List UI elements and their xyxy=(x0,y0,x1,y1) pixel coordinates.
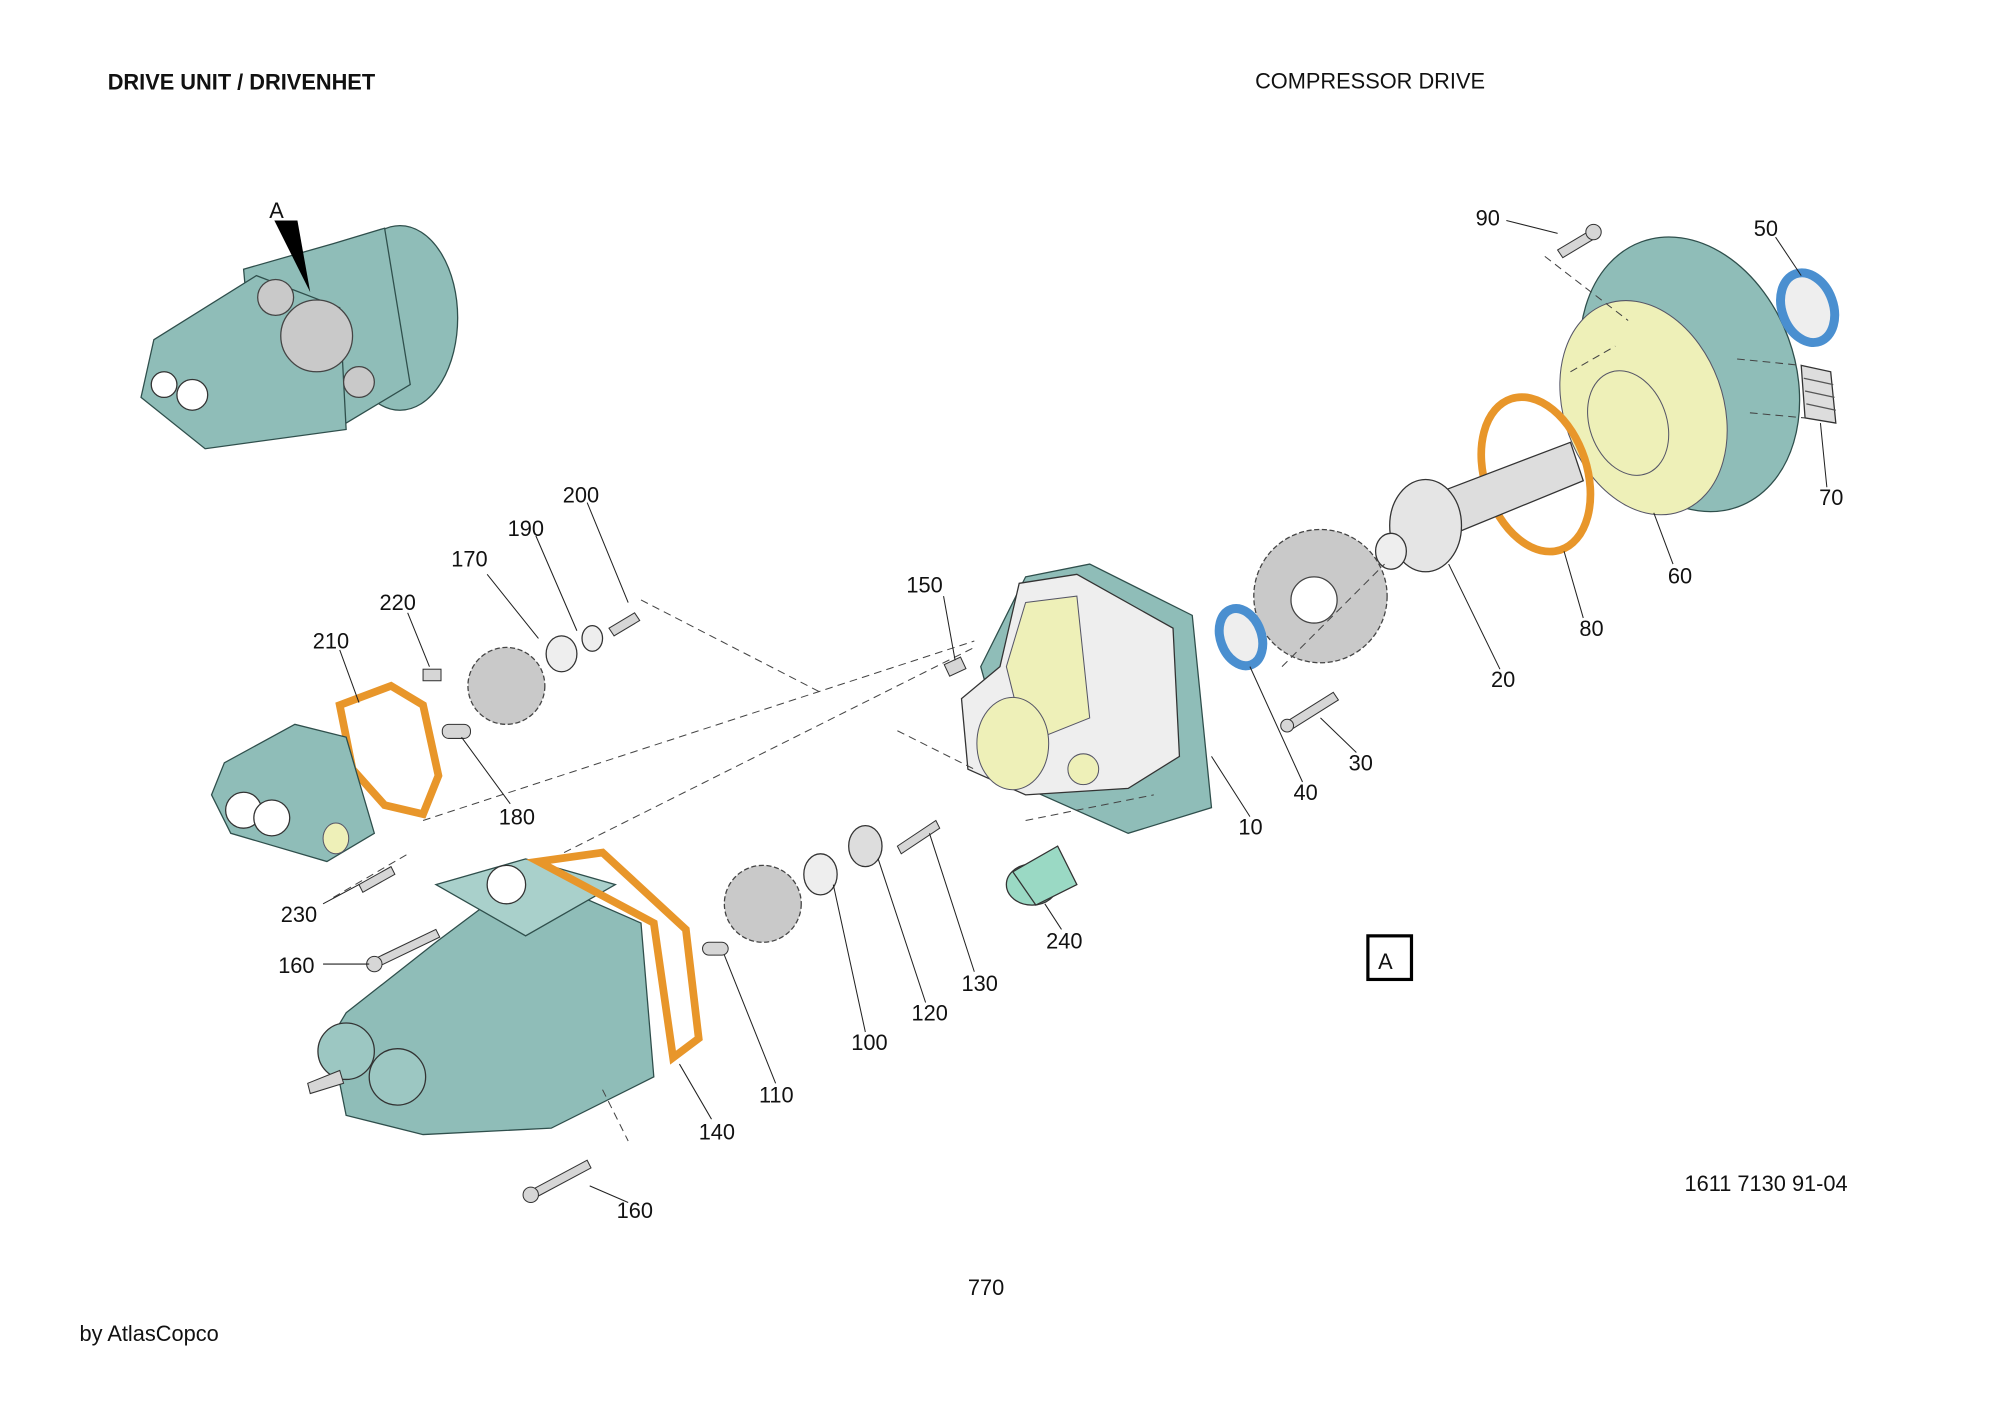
part-label-240: 240 xyxy=(1046,929,1082,954)
part-compressor-element xyxy=(307,858,655,1136)
part-label-70: 70 xyxy=(1819,485,1843,510)
part-label-50: 50 xyxy=(1754,216,1778,241)
part-label-120: 120 xyxy=(912,1000,948,1025)
part-label-140: 140 xyxy=(699,1120,735,1145)
part-label-220: 220 xyxy=(379,590,415,615)
part-label-180: 180 xyxy=(499,804,535,829)
part-label-170: 170 xyxy=(451,547,487,572)
part-140-gasket xyxy=(526,848,703,1065)
part-label-40: 40 xyxy=(1294,780,1318,805)
part-label-130: 130 xyxy=(962,971,998,996)
part-gear-110 xyxy=(702,819,941,956)
part-180-key xyxy=(441,723,472,739)
part-30-bolt xyxy=(1280,691,1340,733)
part-label-190: 190 xyxy=(508,516,544,541)
part-20-shaft xyxy=(1374,441,1585,573)
part-gear-170 xyxy=(467,612,641,725)
part-90-bolt xyxy=(1556,223,1602,259)
part-label-10: 10 xyxy=(1238,815,1262,840)
view-a-label: A xyxy=(1378,949,1393,974)
part-10-gear-housing xyxy=(960,563,1213,834)
part-50-bearing xyxy=(1776,268,1840,348)
part-220-pin xyxy=(422,668,442,682)
part-label-30: 30 xyxy=(1349,750,1373,775)
part-label-230: 230 xyxy=(281,902,317,927)
part-40-bearing xyxy=(1214,604,1268,671)
part-label-160-lower: 160 xyxy=(617,1198,653,1223)
overview-assembly: A xyxy=(140,198,459,450)
part-label-210: 210 xyxy=(313,629,349,654)
part-label-80: 80 xyxy=(1579,616,1603,641)
part-label-20: 20 xyxy=(1491,667,1515,692)
part-label-90: 90 xyxy=(1476,206,1500,231)
part-label-200: 200 xyxy=(563,483,599,508)
part-150-dowel xyxy=(943,656,967,677)
part-70-filter xyxy=(1737,358,1837,424)
part-label-160-upper: 160 xyxy=(278,953,314,978)
part-label-100: 100 xyxy=(851,1030,887,1055)
part-label-150: 150 xyxy=(906,572,942,597)
part-160-bolt-lower xyxy=(522,1159,592,1204)
drawing-number: 1611 7130 91-04 xyxy=(1685,1171,1848,1196)
part-240-plug xyxy=(1005,845,1078,906)
diagram-subtitle: COMPRESSOR DRIVE xyxy=(1255,68,1485,93)
page-number: 770 xyxy=(968,1275,1004,1300)
diagram-title: DRIVE UNIT / DRIVENHET xyxy=(108,70,376,95)
watermark-text: by AtlasCopco xyxy=(79,1321,218,1346)
view-a-box xyxy=(1366,934,1414,982)
part-60-housing xyxy=(1559,236,1801,516)
part-label-110: 110 xyxy=(759,1083,794,1108)
part-230-pump-housing xyxy=(210,723,396,893)
part-label-60: 60 xyxy=(1668,563,1692,588)
overview-marker: A xyxy=(269,198,284,223)
